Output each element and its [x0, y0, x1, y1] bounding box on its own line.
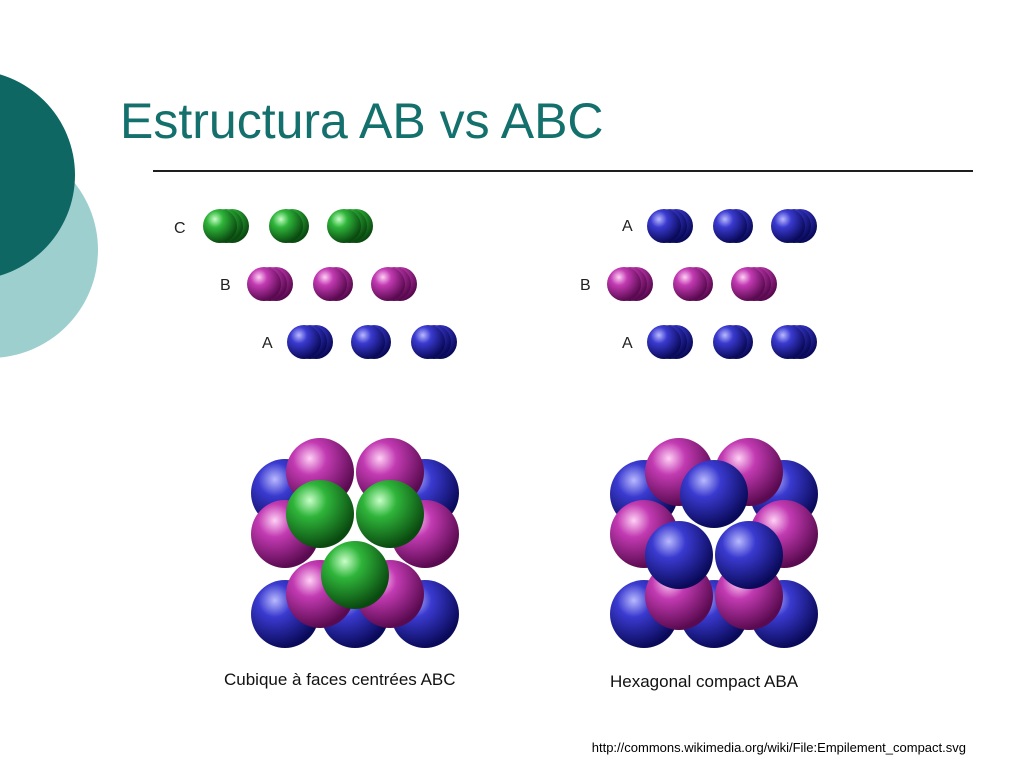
fcc-stack — [251, 438, 459, 648]
right-caption: Hexagonal compact ABA — [610, 672, 799, 691]
row-c-green — [203, 209, 373, 243]
left-layer-label-1: C — [174, 220, 186, 237]
right-layer-label-1: A — [622, 218, 633, 235]
row-b-magenta-left — [247, 267, 417, 301]
row-b-magenta-right — [607, 267, 777, 301]
page-title: Estructura AB vs ABC — [120, 93, 604, 149]
left-layer-label-3: A — [262, 335, 273, 352]
left-caption: Cubique à faces centrées ABC — [224, 670, 456, 689]
row-a-blue-bottom — [647, 325, 817, 359]
dark-teal-circle — [0, 74, 75, 276]
source-link[interactable]: http://commons.wikimedia.org/wiki/File:E… — [591, 740, 966, 755]
row-a-blue-left — [287, 325, 457, 359]
left-layer-label-2: B — [220, 277, 231, 294]
right-layer-label-2: B — [580, 277, 591, 294]
row-a-blue-top — [647, 209, 817, 243]
decorative-circles — [0, 74, 98, 358]
right-layer-label-3: A — [622, 335, 633, 352]
right-layer-rows: A B A — [580, 209, 817, 359]
hcp-stack — [610, 438, 818, 648]
title-divider — [153, 170, 973, 172]
left-layer-rows: C B A — [174, 209, 457, 359]
